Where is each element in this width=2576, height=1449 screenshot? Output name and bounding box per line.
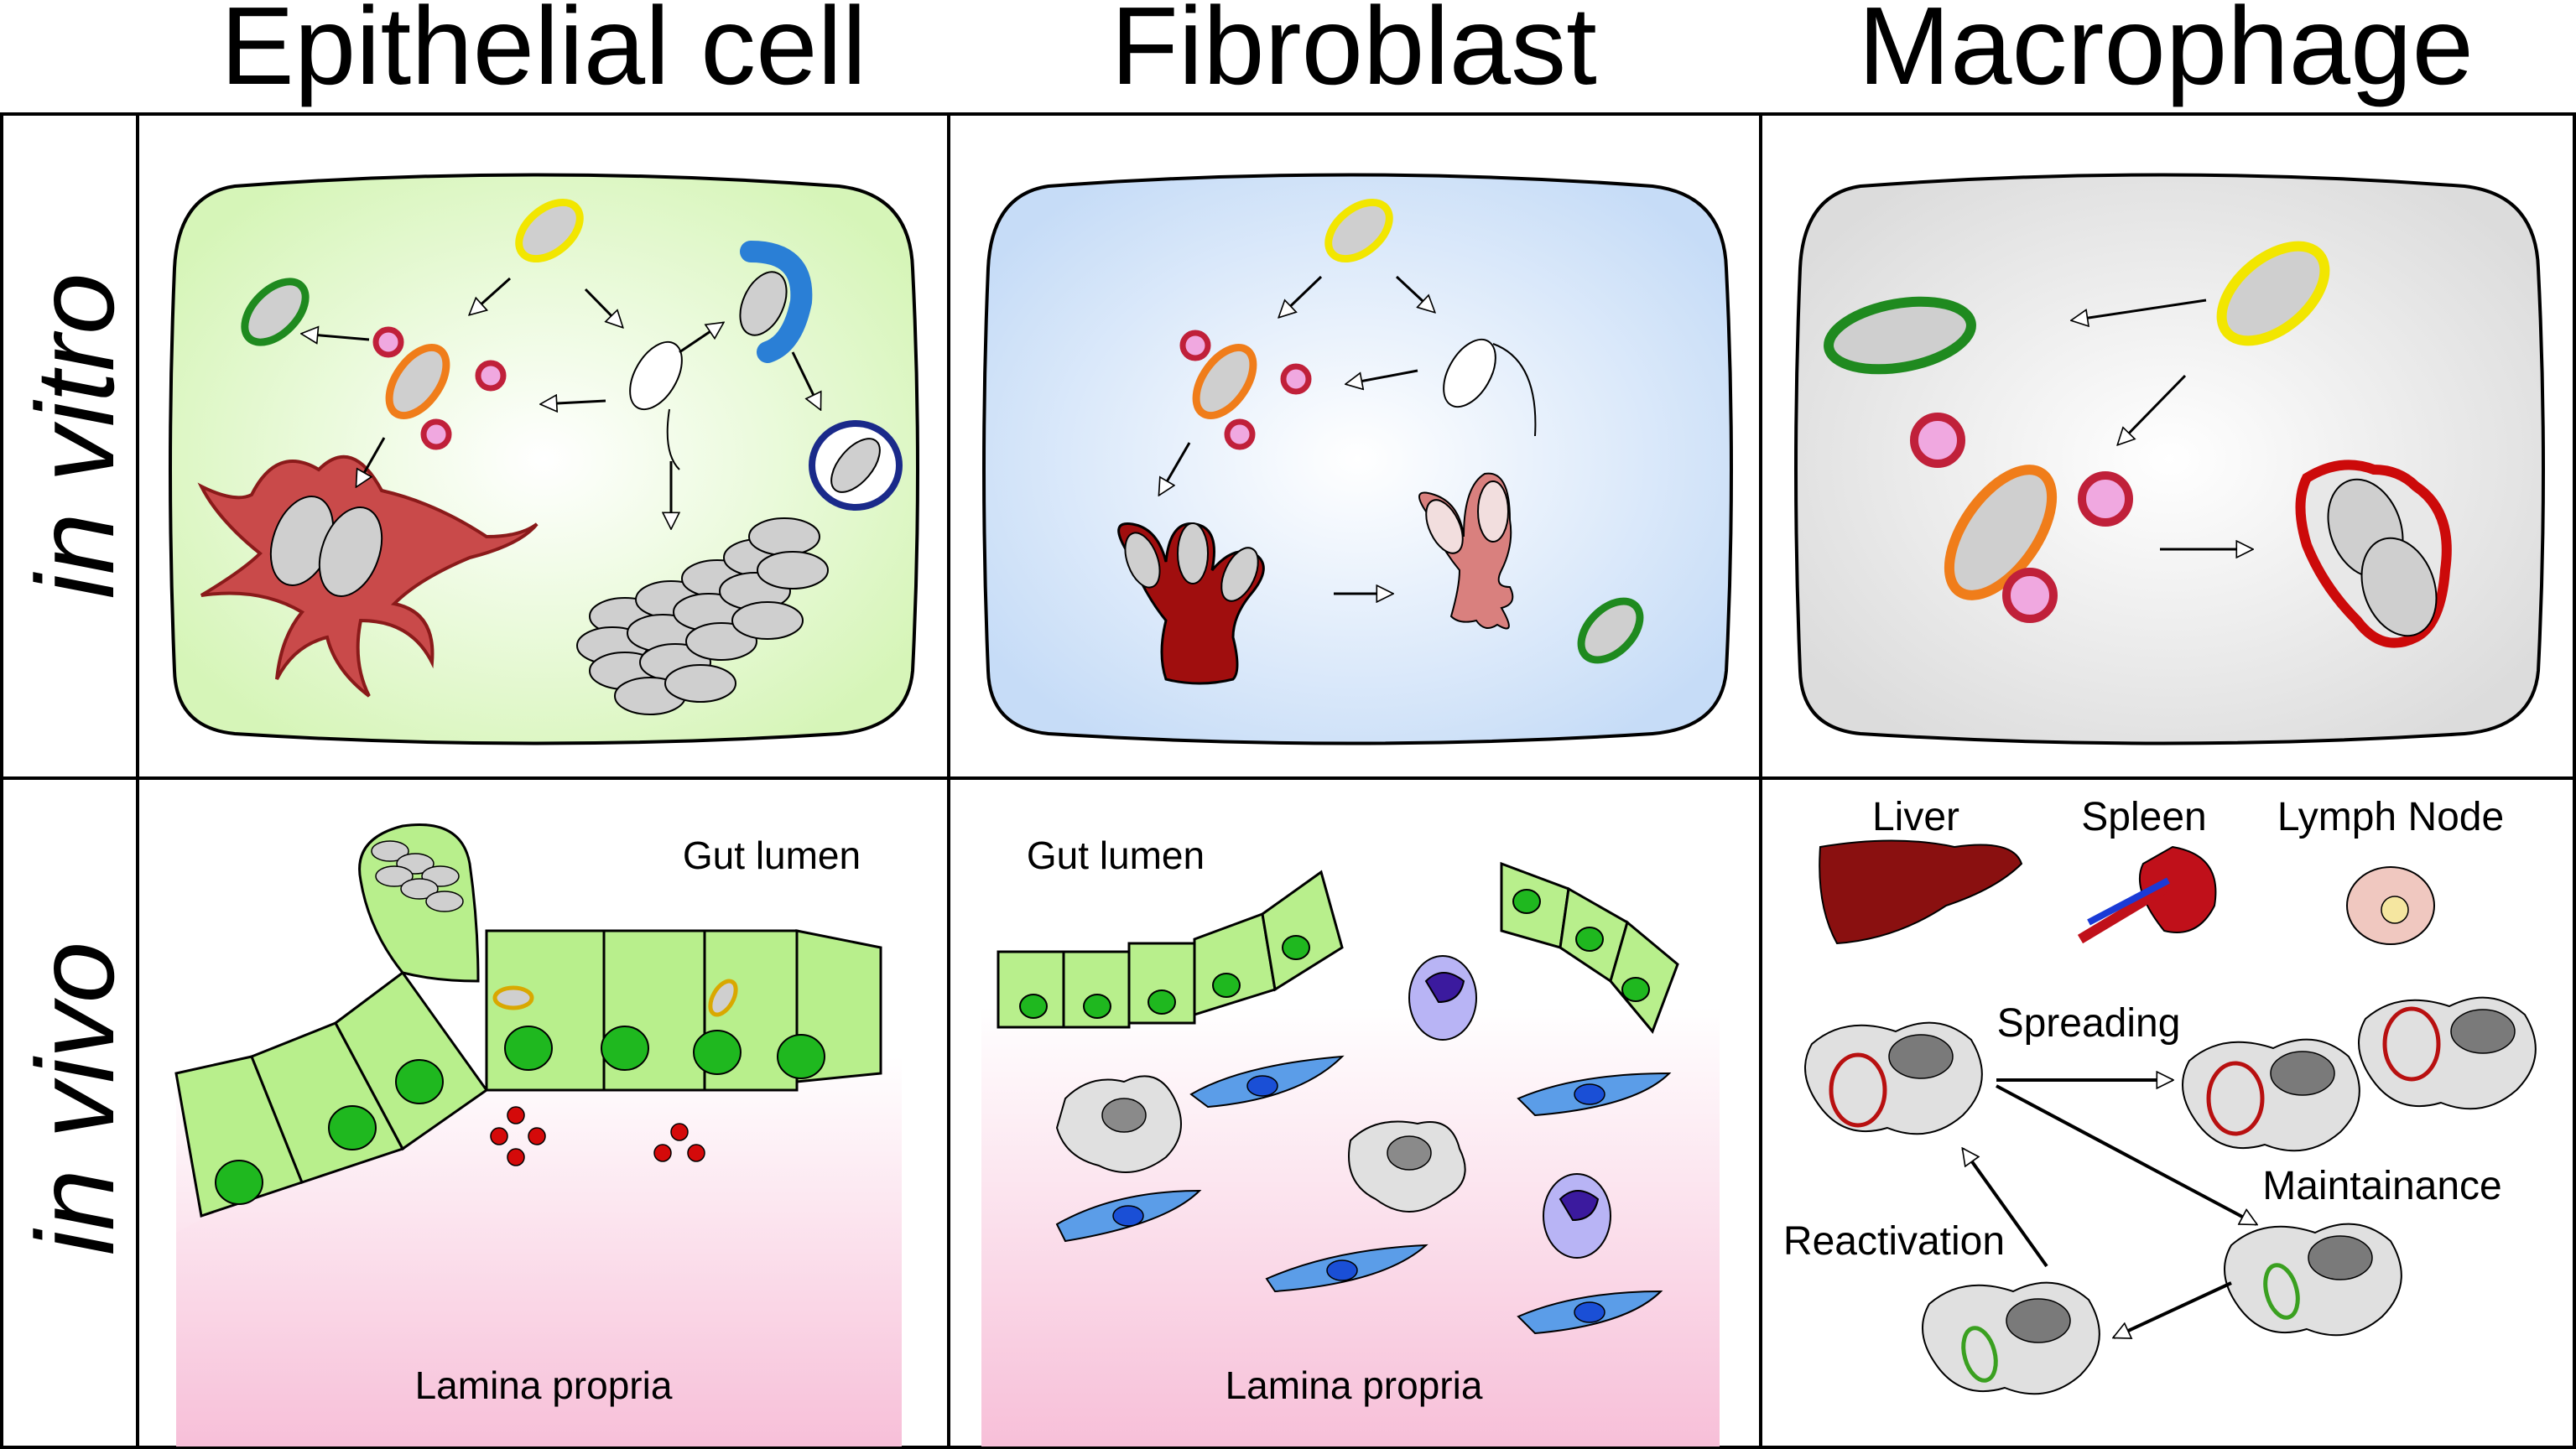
pink-cyst [1179,330,1211,361]
green-parasites [1961,1263,2300,1383]
row-title-in-vitro: in vitro [13,273,137,600]
row-title-in-vivo: in vivo [13,942,137,1255]
column-title-epithelial: Epithelial cell [221,0,866,107]
fibroblast-in-vitro-panel [982,173,1733,745]
label-lamina-propria: Lamina propria [1226,1363,1483,1407]
column-title-fibroblast: Fibroblast [1111,0,1597,107]
bradyzoite-cluster [576,517,829,715]
neutrophil-cells [1408,955,1611,1259]
red-dots [490,1106,705,1166]
green-parasite [241,278,310,346]
fibroblast-nuclei [1112,1075,1605,1323]
nuclei [215,1026,825,1205]
protruding-cell [358,823,480,983]
pink-cyst [1910,413,1965,468]
label-lymph-node: Lymph Node [2277,795,2504,839]
macrophage-in-vivo-panel: Liver Spleen Lymph Node Spreading Mainta… [1783,795,2537,1395]
pink-cyst [372,326,404,358]
green-parasite [1577,597,1644,664]
nuclei [1019,889,1650,1019]
column-title-macrophage: Macrophage [1858,0,2474,107]
macrophage-in-vitro-panel [1794,173,2545,745]
bradyzoite-cluster [371,840,464,912]
pink-cyst [1224,418,1256,450]
label-spreading: Spreading [1997,1001,2181,1046]
transition-arrows [1159,275,1434,594]
pink-cyst [420,418,452,450]
pink-cyst [2002,568,2058,623]
spleen-organ [2138,845,2217,933]
label-gut-lumen: Gut lumen [1027,834,1205,877]
flagellated-parasite [629,340,683,411]
orange-parasite [385,343,450,420]
label-maintainance: Maintainance [2262,1164,2502,1208]
pink-cyst [1280,363,1312,395]
pink-cyst [475,360,507,392]
macrophage-nuclei [1888,1009,2516,1343]
transition-arrows [2072,299,2252,549]
red-vacuoles [1829,1006,2441,1136]
label-spleen: Spleen [2081,795,2206,839]
label-reactivation: Reactivation [1783,1219,2005,1264]
orange-parasite [1192,343,1257,420]
liver-organ [1819,839,2023,945]
label-liver: Liver [1872,795,1959,839]
grid-lines [0,112,2576,1449]
transition-arrows [302,277,820,528]
yellow-parasite [515,198,584,263]
green-parasite [1824,296,1976,375]
culture-dish [1794,173,2545,745]
orange-parasite [1944,465,2058,600]
flagellated-parasite [1443,338,1496,408]
yellow-parasite [1324,198,1393,263]
epithelial-in-vivo-panel: Gut lumen Lamina propria [174,823,902,1446]
yellow-parasite [492,985,534,1010]
epithelium [174,823,882,1218]
blue-arc-parasite [740,241,813,363]
yellow-parasite [2216,241,2330,346]
pink-cyst [2078,471,2133,527]
cycle-arrows [1963,1080,2256,1337]
label-gut-lumen: Gut lumen [683,834,861,877]
label-lamina-propria: Lamina propria [415,1363,673,1407]
epithelial-in-vitro-panel [169,173,919,745]
fibroblast-in-vivo-panel: Gut lumen Lamina propria [981,834,1720,1446]
yellow-parasite [708,979,738,1017]
